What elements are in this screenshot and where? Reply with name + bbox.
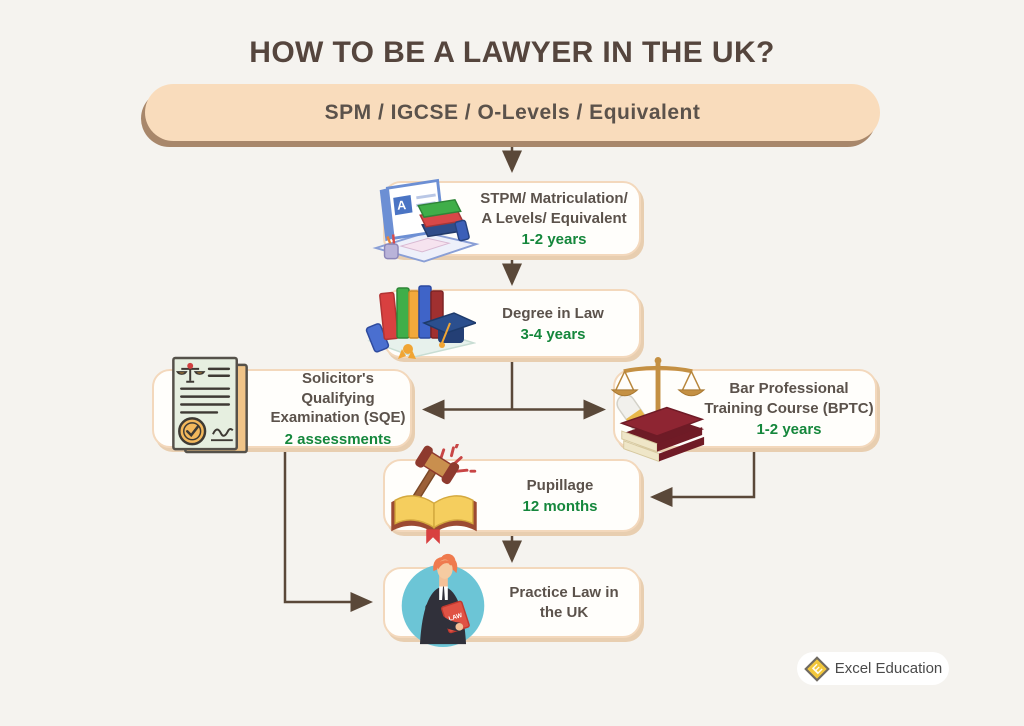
node-duration: 3-4 years — [520, 326, 586, 344]
diamond-e-icon: E — [803, 655, 830, 682]
node-duration: 1-2 years — [521, 231, 587, 248]
node-text: Practice Law in the UK — [385, 583, 639, 622]
node-duration: 2 assessments — [284, 430, 392, 448]
node-duration: 12 months — [522, 498, 598, 516]
node-text: STPM/ Matriculation/ A Levels/ Equivalen… — [385, 189, 639, 248]
node-text: Bar Professional Training Course (BPTC) … — [615, 379, 875, 438]
node-title: Solicitor's Qualifying Examination (SQE) — [270, 370, 406, 427]
node-title: Practice Law in the UK — [509, 584, 619, 621]
scales-and-law-books-icon — [610, 356, 708, 462]
page-title: HOW TO BE A LAWYER IN THE UK? — [249, 36, 775, 69]
node-text: Degree in Law 3-4 years — [385, 304, 639, 344]
node-text: Pupillage 12 months — [385, 476, 639, 516]
node-text: Solicitor's Qualifying Examination (SQE)… — [154, 369, 410, 448]
legal-document-icon — [160, 355, 262, 459]
lawyer-portrait-icon: LAW — [395, 549, 491, 649]
svg-text:A: A — [397, 198, 407, 213]
node-title: STPM/ Matriculation/ A Levels/ Equivalen… — [480, 190, 628, 227]
node-title: Degree in Law — [502, 304, 604, 322]
svg-text:LAW: LAW — [448, 612, 463, 623]
brand-name: Excel Education — [834, 660, 943, 677]
books-and-graduation-cap-icon — [364, 279, 476, 369]
laptop-and-books-icon: A — [372, 176, 480, 266]
banner-label: SPM / IGCSE / O-Levels / Equivalent — [324, 100, 701, 124]
node-title: Bar Professional Training Course (BPTC) — [704, 380, 874, 417]
node-duration: 1-2 years — [756, 421, 822, 438]
brand-badge: E Excel Education — [797, 652, 949, 685]
node-title: Pupillage — [526, 476, 594, 494]
gavel-and-open-book-icon — [385, 444, 483, 544]
qualification-banner-spm: SPM / IGCSE / O-Levels / Equivalent — [145, 84, 880, 141]
